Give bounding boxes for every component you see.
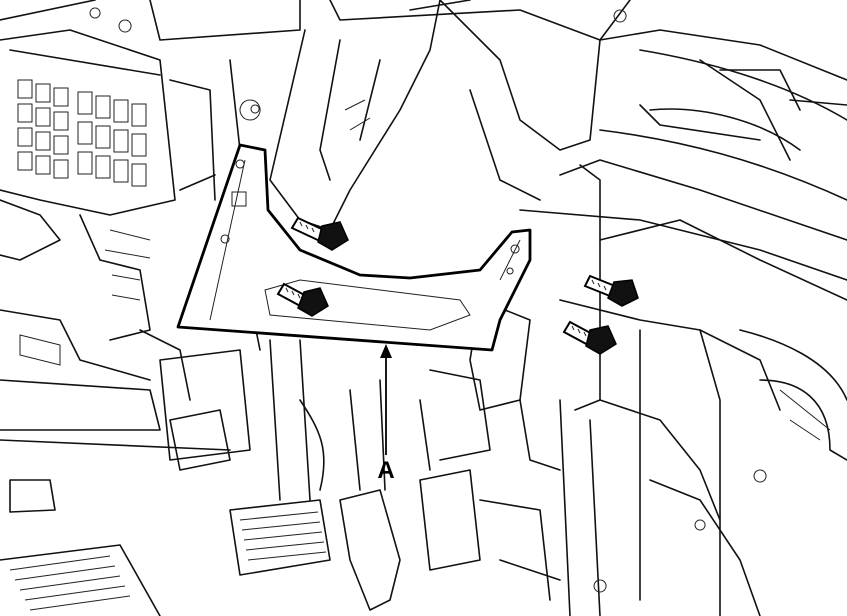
- bolt: [562, 320, 617, 355]
- bolt: [276, 282, 329, 317]
- pedal-area: [0, 299, 431, 616]
- mounting-bracket-a: [176, 143, 532, 352]
- callout-label-a: A: [377, 457, 394, 484]
- bolt: [290, 216, 349, 251]
- floor-mat: [0, 544, 161, 616]
- accelerator-pedal: [339, 489, 401, 611]
- callout-a: A: [377, 344, 395, 484]
- brake-pedal: [229, 499, 331, 576]
- bolt: [583, 274, 639, 307]
